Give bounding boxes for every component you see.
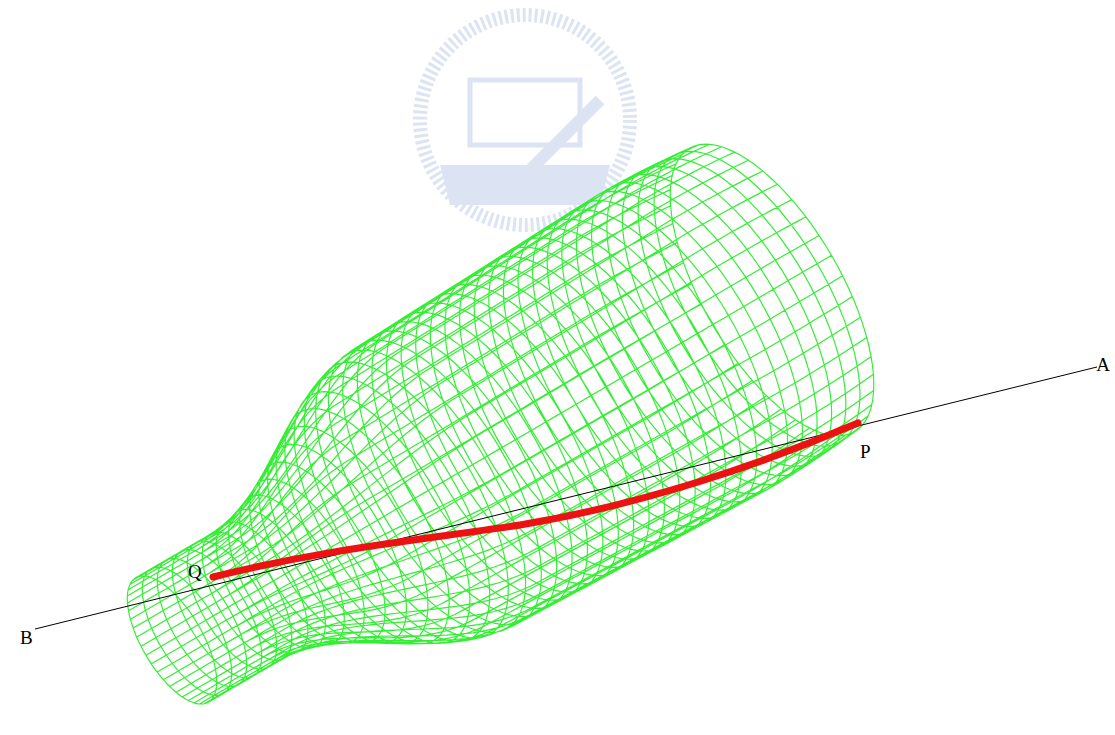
geodesic-curve [213,423,858,577]
axis-line [35,367,1097,629]
emblem-bar [500,100,600,200]
point-label: B [20,628,33,647]
point-label: A [1096,355,1110,374]
point-label: Q [188,562,202,581]
point-label: P [860,442,871,461]
wireframe-surface [127,144,874,704]
emblem-ring [420,15,630,225]
watermark-emblem [420,15,630,225]
